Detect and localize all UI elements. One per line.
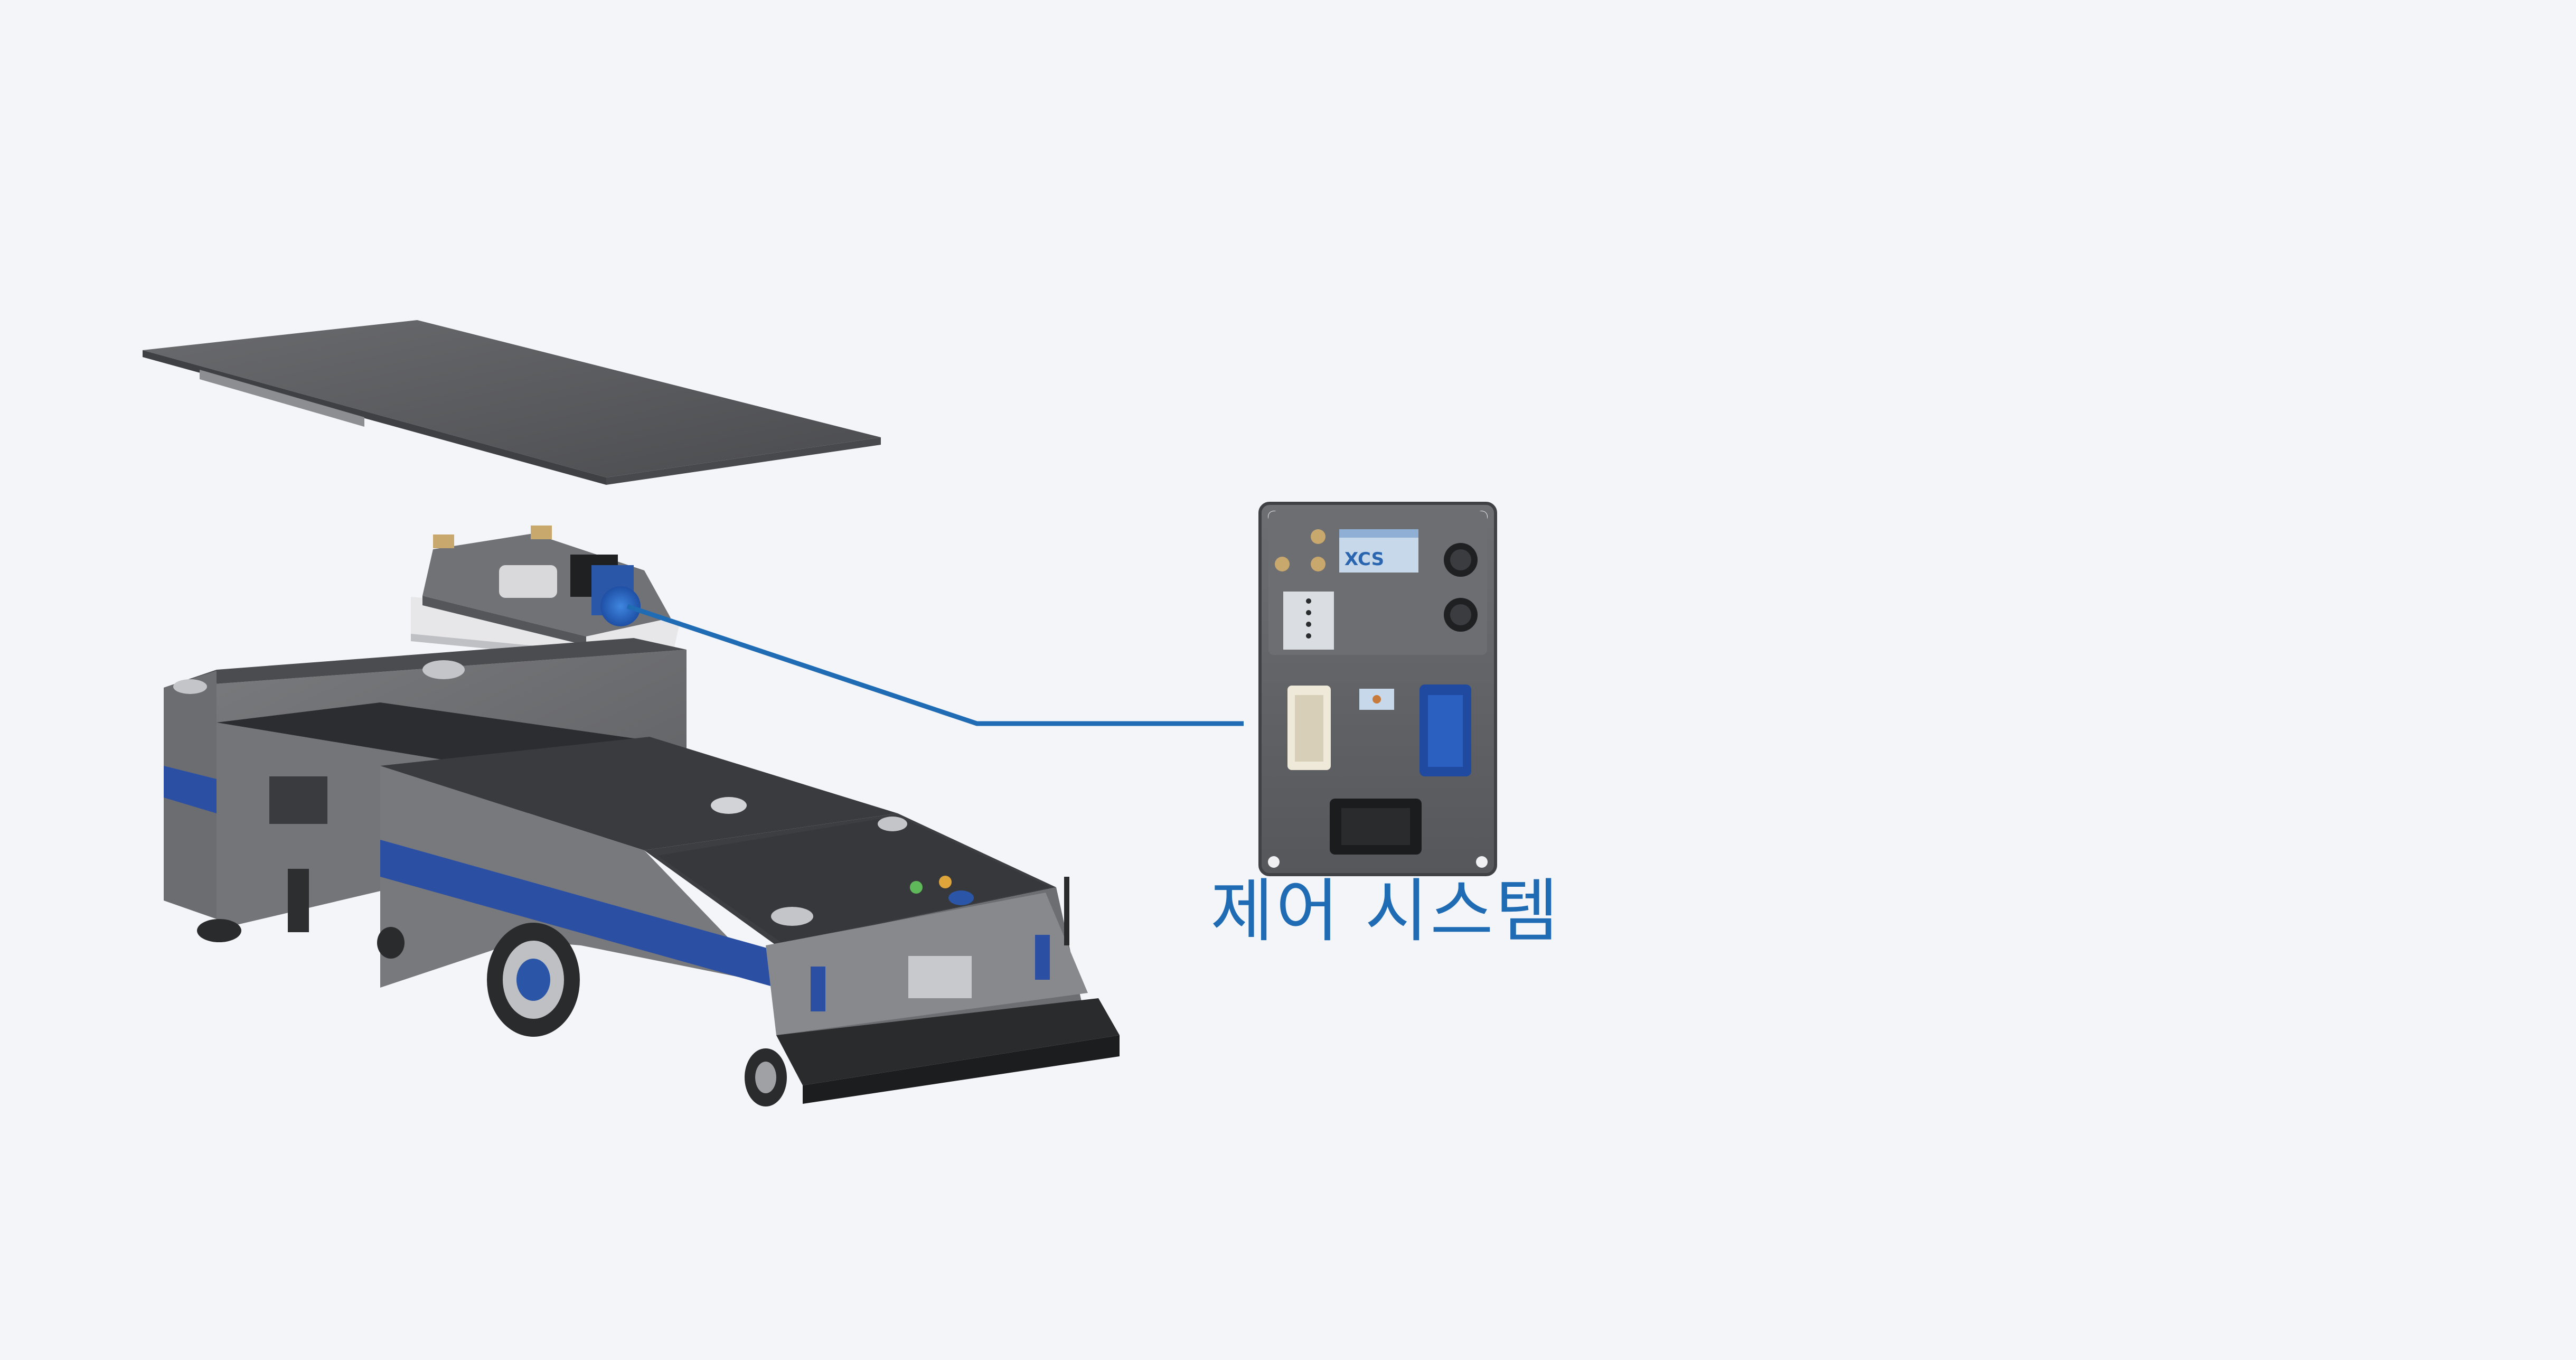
leader-line xyxy=(626,604,1244,726)
cover-panel xyxy=(143,320,881,485)
device-badge: XCS xyxy=(1345,549,1384,570)
control-system-caption: 제어 시스템 xyxy=(1210,871,1561,951)
agv-vehicle xyxy=(164,638,1120,1106)
controller-unit: XCS xyxy=(1258,502,1497,876)
